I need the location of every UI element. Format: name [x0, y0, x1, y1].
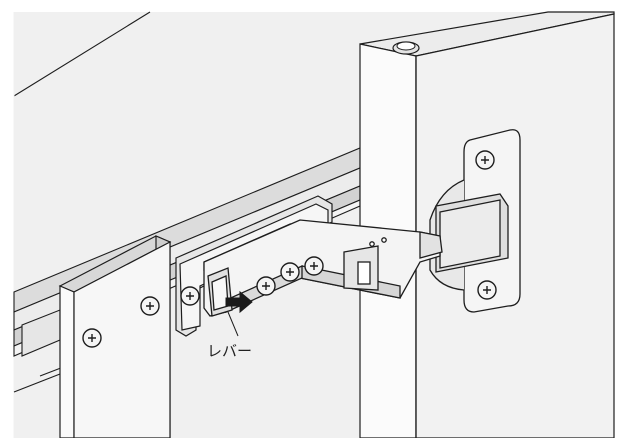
- plate-screw-head-icon: [180, 286, 200, 306]
- adjust-screw-head-icon-1: [256, 276, 276, 296]
- adjust-screw-head-icon-3: [304, 256, 324, 276]
- lever-callout-label: レバー: [207, 342, 253, 360]
- cup-screw-head-icon-top: [475, 150, 495, 170]
- panel-screw-head-icon-2: [140, 296, 160, 316]
- dowel-icon: [392, 41, 420, 55]
- lever: [207, 267, 233, 317]
- hinge-cup-plate: [429, 129, 521, 313]
- arrow-right-icon: [225, 290, 253, 314]
- panel-screw-head-icon: [82, 328, 102, 348]
- adjust-screw-head-icon-2: [280, 262, 300, 282]
- callout-leader-line: [227, 311, 239, 337]
- front-panel: [58, 235, 172, 438]
- wall-diagonal-line: [13, 11, 151, 97]
- cup-screw-head-icon-bottom: [477, 280, 497, 300]
